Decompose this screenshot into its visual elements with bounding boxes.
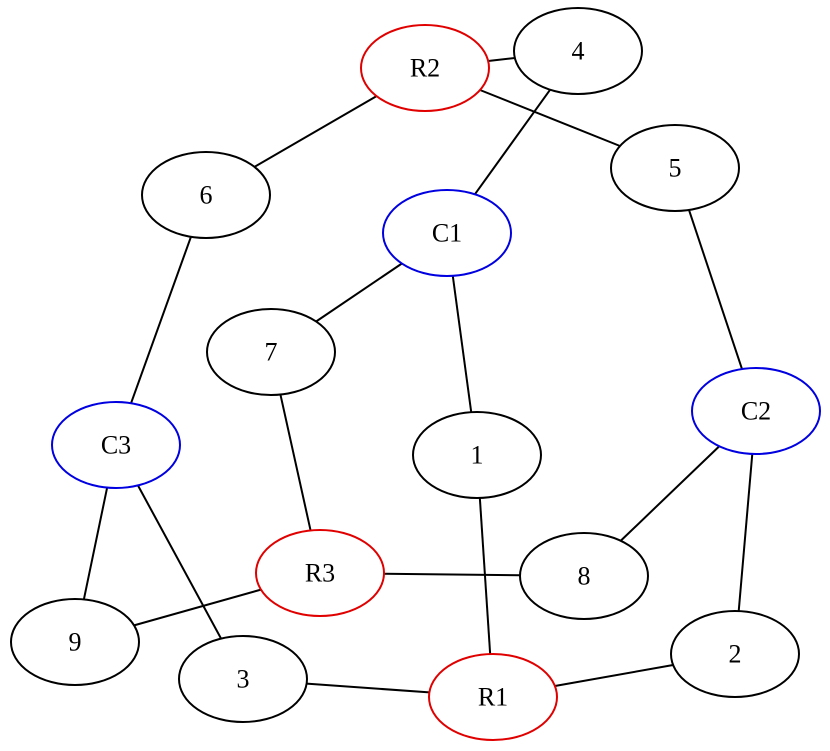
node-label: C1 — [432, 219, 462, 248]
edge-R1-2 — [554, 664, 674, 687]
edge-R2-4 — [488, 57, 515, 62]
node-7: 7 — [206, 308, 336, 396]
node-2: 2 — [670, 610, 800, 698]
node-ellipse — [412, 411, 542, 499]
node-ellipse — [141, 151, 271, 239]
node-label: R1 — [478, 683, 508, 712]
node-label: 5 — [669, 154, 682, 183]
node-label: 3 — [237, 665, 250, 694]
edge-C3-9 — [82, 487, 109, 600]
node-label: 8 — [578, 562, 591, 591]
edge-5-C2 — [688, 209, 743, 370]
node-label: 2 — [729, 640, 742, 669]
node-ellipse — [206, 308, 336, 396]
node-ellipse — [519, 532, 649, 620]
edge-1-R1 — [478, 497, 492, 655]
node-8: 8 — [519, 532, 649, 620]
node-label: C2 — [741, 397, 771, 426]
node-label: 7 — [265, 338, 278, 367]
node-9: 9 — [10, 598, 140, 686]
node-label: 6 — [200, 181, 213, 210]
edge-7-R3 — [279, 394, 312, 531]
node-4: 4 — [513, 7, 643, 95]
edge-4-C1 — [474, 89, 551, 195]
node-R2: R2 — [360, 24, 490, 112]
node-R3: R3 — [255, 529, 385, 617]
edge-C1-1 — [451, 275, 473, 413]
node-1: 1 — [412, 411, 542, 499]
node-ellipse — [360, 24, 490, 112]
node-ellipse — [178, 635, 308, 723]
edge-6-C3 — [130, 236, 192, 404]
node-ellipse — [513, 7, 643, 95]
node-ellipse — [691, 367, 821, 455]
node-label: R3 — [305, 559, 335, 588]
edge-C2-8 — [620, 445, 720, 542]
node-label: C3 — [101, 431, 131, 460]
node-C3: C3 — [51, 401, 181, 489]
node-label: 4 — [572, 37, 585, 66]
node-label: 9 — [69, 628, 82, 657]
node-6: 6 — [141, 151, 271, 239]
edge-R2-5 — [479, 89, 621, 147]
node-ellipse — [10, 598, 140, 686]
edge-R3-8 — [383, 572, 521, 577]
node-5: 5 — [610, 124, 740, 212]
node-ellipse — [610, 124, 740, 212]
node-ellipse — [428, 653, 558, 741]
node-ellipse — [51, 401, 181, 489]
node-ellipse — [382, 189, 512, 277]
edge-C3-3 — [137, 484, 222, 640]
edge-C1-7 — [315, 262, 403, 323]
node-ellipse — [670, 610, 800, 698]
edge-3-R1 — [306, 682, 430, 694]
node-C1: C1 — [382, 189, 512, 277]
edge-R3-9 — [133, 588, 262, 627]
edge-C2-2 — [737, 453, 754, 612]
edge-R2-6 — [253, 95, 378, 168]
node-3: 3 — [178, 635, 308, 723]
node-ellipse — [255, 529, 385, 617]
node-C2: C2 — [691, 367, 821, 455]
node-label: R2 — [410, 54, 440, 83]
node-R1: R1 — [428, 653, 558, 741]
node-label: 1 — [471, 441, 484, 470]
edge-layer — [82, 57, 754, 694]
